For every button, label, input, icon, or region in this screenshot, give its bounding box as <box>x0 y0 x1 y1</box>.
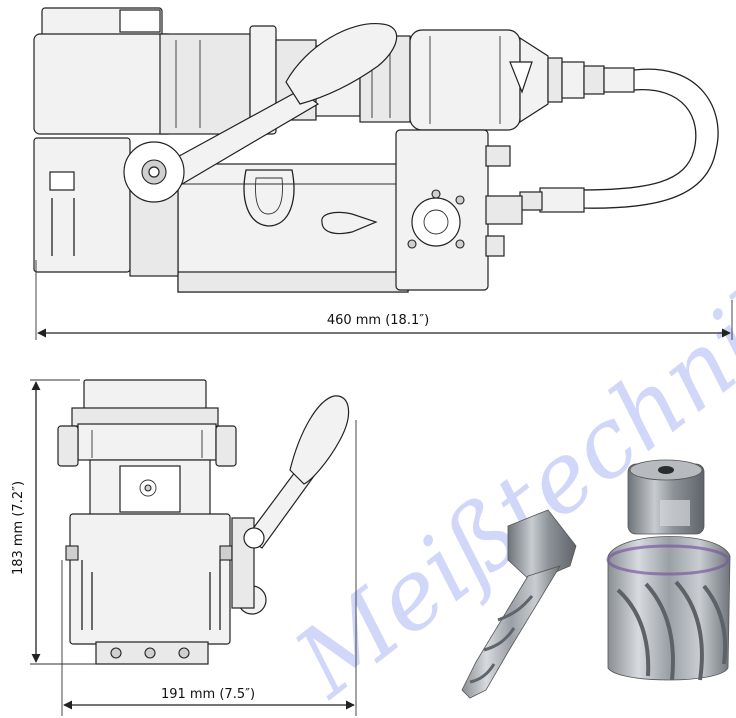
width-label: 191 mm (7.5″) <box>161 687 255 702</box>
annular-cutter <box>606 459 731 681</box>
length-dimension: 460 mm (18.1″) <box>35 260 733 340</box>
length-label: 460 mm (18.1″) <box>327 313 429 328</box>
height-label: 183 mm (7.2″) <box>11 481 26 575</box>
front-view-drawing <box>57 379 350 665</box>
width-dimension: 191 mm (7.5″) <box>61 420 357 716</box>
height-dimension: 183 mm (7.2″) <box>8 379 96 665</box>
twist-drill-bit <box>461 509 577 699</box>
side-view-drawing <box>33 7 719 293</box>
